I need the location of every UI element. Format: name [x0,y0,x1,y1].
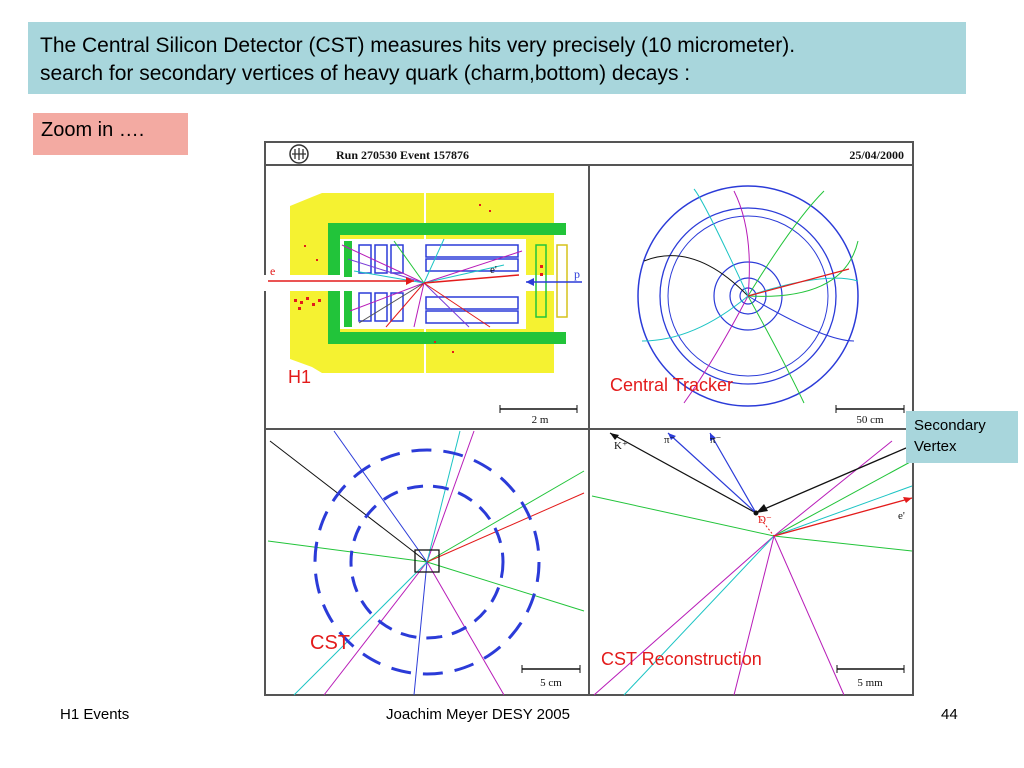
reco-scale-bar: 5 mm [836,665,905,689]
tracker-label: Central Tracker [610,375,733,395]
header-run: Run 270530 Event 157876 [336,148,469,162]
title-line-2: search for secondary vertices of heavy q… [40,62,691,85]
cst-scale-label: 5 cm [540,677,562,689]
h1-scattered-electron: e' [490,264,497,276]
h1-detector-view: e p e' H1 2 m [264,193,582,426]
cst-scale-bar: 5 cm [521,665,581,689]
header-date: 25/04/2000 [849,148,904,162]
reco-pion2-label: π⁻ [710,434,722,446]
secondary-vertex-callout: Secondary Vertex [906,411,1018,463]
h1-beam-e: e [270,264,275,278]
central-tracker-view: Central Tracker 50 cm [610,185,905,426]
reco-electron-label: e' [898,510,905,522]
zoom-label: Zoom in …. [33,113,188,155]
reco-kaon-label: K⁺ [614,440,628,452]
cst-label: CST [310,632,350,654]
callout-line-2: Vertex [914,438,957,455]
title-box: The Central Silicon Detector (CST) measu… [28,22,966,94]
footer-page-number: 44 [941,706,958,723]
reco-dmeson-label: D⁻ [758,514,772,526]
h1-logo-icon [289,144,309,164]
cst-view: CST 5 cm [267,430,585,696]
callout-line-1: Secondary [914,417,986,434]
tracker-scale-bar: 50 cm [835,405,905,426]
footer-left: H1 Events [60,706,130,723]
reco-label: CST Reconstruction [601,649,762,669]
footer-center: Joachim Meyer DESY 2005 [386,706,570,723]
h1-label: H1 [288,367,311,387]
h1-beam-p: p [574,267,580,281]
tracker-scale-label: 50 cm [856,414,884,426]
h1-scale-label: 2 m [532,414,549,426]
event-display: Run 270530 Event 157876 25/04/2000 [264,141,914,696]
title-line-1: The Central Silicon Detector (CST) measu… [40,34,796,57]
reco-scale-label: 5 mm [857,677,883,689]
h1-scale-bar: 2 m [499,405,578,426]
reco-pion1-label: π⁻ [664,434,676,446]
